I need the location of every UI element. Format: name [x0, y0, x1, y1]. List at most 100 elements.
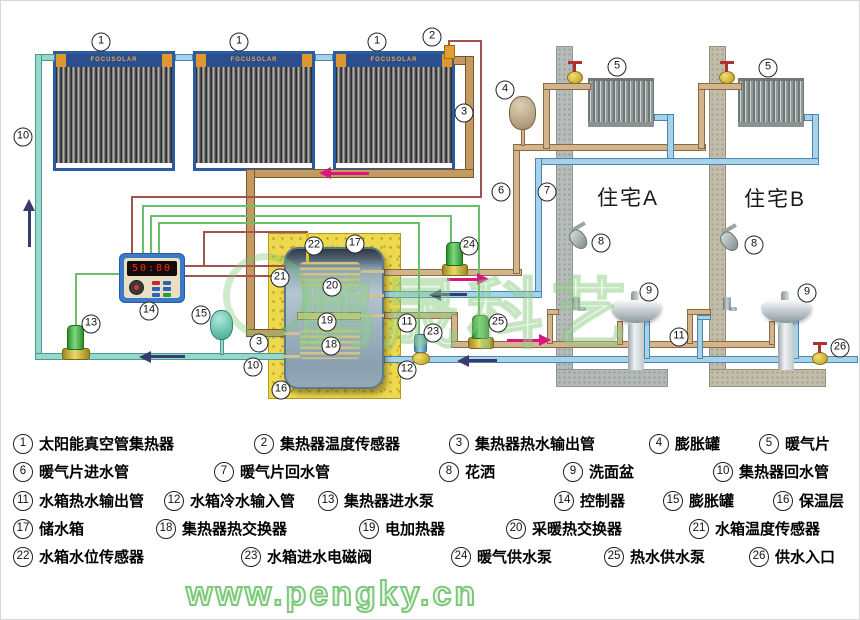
legend-label: 水箱水位传感器 — [39, 549, 145, 566]
radiator-return-pipe — [535, 158, 819, 165]
hot-riser-basin-b — [769, 321, 775, 345]
radiator-a-valve-handle — [568, 61, 582, 64]
legend-number: 16 — [773, 490, 793, 511]
flow-arrow-left — [429, 289, 441, 301]
collector-header: FOCUSOLAR — [56, 54, 172, 67]
component-badge-16: 16 — [271, 380, 291, 400]
supply-inlet-valve-handle — [813, 342, 827, 345]
tank-port-stub — [284, 332, 300, 335]
controller-button — [152, 287, 160, 291]
solar-collector-1: FOCUSOLAR — [53, 51, 175, 171]
house-a-wall — [556, 46, 573, 371]
component-badge-5: 5 — [758, 58, 778, 78]
legend-number: 10 — [713, 461, 733, 482]
component-badge-3: 3 — [249, 333, 269, 353]
solar-collector-2: FOCUSOLAR — [193, 51, 315, 171]
legend-number: 20 — [506, 518, 526, 539]
supply-inlet-valve — [812, 352, 828, 365]
component-badge-17: 17 — [345, 234, 365, 254]
flow-arrow-left — [319, 167, 331, 179]
tank-port-stub — [361, 270, 384, 273]
legend-number: 7 — [214, 461, 234, 482]
radiator-supply-pipe — [543, 83, 591, 90]
component-badge-11: 11 — [669, 327, 689, 347]
legend-label: 集热器热水输出管 — [475, 436, 596, 453]
legend-number: 9 — [563, 461, 583, 482]
radiator-b-valve-stem — [725, 64, 728, 72]
hot-riser-wall-b — [687, 309, 711, 315]
legend-number: 3 — [449, 433, 469, 454]
collector-sensor-wire — [131, 196, 482, 198]
legend-label: 洗面盆 — [589, 464, 635, 481]
legend-number: 24 — [451, 546, 471, 567]
supply-inlet-valve-stem — [818, 345, 821, 353]
wall-tap-b — [723, 297, 731, 310]
washbasin-b-pedestal — [778, 323, 794, 370]
component-badge-8: 8 — [591, 233, 611, 253]
legend-label: 集热器进水泵 — [344, 493, 435, 510]
legend-label: 集热器热交换器 — [182, 521, 288, 538]
cold-riser-wall-b — [697, 315, 711, 320]
legend-label: 集热器温度传感器 — [280, 436, 401, 453]
washbasin-a — [611, 300, 661, 323]
legend-label: 水箱进水电磁阀 — [267, 549, 373, 566]
component-badge-5: 5 — [607, 57, 627, 77]
legend-number: 22 — [13, 546, 33, 567]
collector-sensor-wire — [480, 40, 482, 198]
legend-label: 水箱冷水输入管 — [190, 493, 296, 510]
component-badge-20: 20 — [322, 277, 342, 297]
controller-button — [163, 293, 171, 297]
legend-label: 暖气片回水管 — [240, 464, 331, 481]
tank-port-stub — [361, 294, 384, 297]
radiator-a-valve — [567, 71, 583, 84]
legend-label: 花洒 — [465, 464, 496, 481]
legend-number: 14 — [554, 490, 574, 511]
component-badge-8: 8 — [744, 235, 764, 255]
house-b-label: 住宅B — [744, 188, 807, 211]
hot-riser-basin-a — [617, 321, 623, 345]
tank-port-stub — [284, 355, 300, 358]
flow-arrow-left — [469, 359, 497, 362]
controller-display: 50:80 — [127, 261, 177, 276]
expansion-tank-4 — [509, 96, 536, 130]
control-wire-solenoid — [158, 222, 420, 224]
legend-label: 水箱温度传感器 — [715, 521, 821, 538]
component-badge-2: 2 — [422, 27, 442, 47]
radiator-b-valve — [719, 71, 735, 84]
collector-connector-pipe — [315, 54, 333, 61]
component-badge-12: 12 — [397, 360, 417, 380]
hot-riser-wall-a — [547, 309, 559, 315]
flow-arrow-left — [457, 355, 469, 367]
legend-number: 6 — [13, 461, 33, 482]
legend-item-9: 9 洗面盆 — [563, 461, 634, 482]
flow-arrow-up — [28, 211, 31, 247]
component-badge-15: 15 — [191, 305, 211, 325]
control-wire-solenoid — [158, 222, 160, 254]
collector-sensor-wire — [448, 40, 482, 42]
component-badge-3: 3 — [454, 103, 474, 123]
component-badge-10: 10 — [13, 127, 33, 147]
legend-number: 13 — [318, 490, 338, 511]
component-badge-23: 23 — [423, 323, 443, 343]
legend-label: 暖气片 — [785, 436, 831, 453]
legend-label: 控制器 — [580, 493, 626, 510]
legend-number: 12 — [164, 490, 184, 511]
watermark-logo — [223, 253, 309, 339]
radiator-a — [588, 78, 654, 127]
control-wire-heating-pump — [450, 215, 452, 243]
collector-header: FOCUSOLAR — [336, 54, 452, 67]
control-wire-heating-pump — [150, 215, 452, 217]
legend-item-13: 13 集热器进水泵 — [318, 490, 434, 511]
flow-arrow-left — [151, 355, 185, 358]
legend-number: 17 — [13, 518, 33, 539]
level-sensor-wire — [203, 232, 205, 266]
fill-valve-ball — [412, 352, 430, 365]
house-b-wall — [709, 46, 726, 371]
